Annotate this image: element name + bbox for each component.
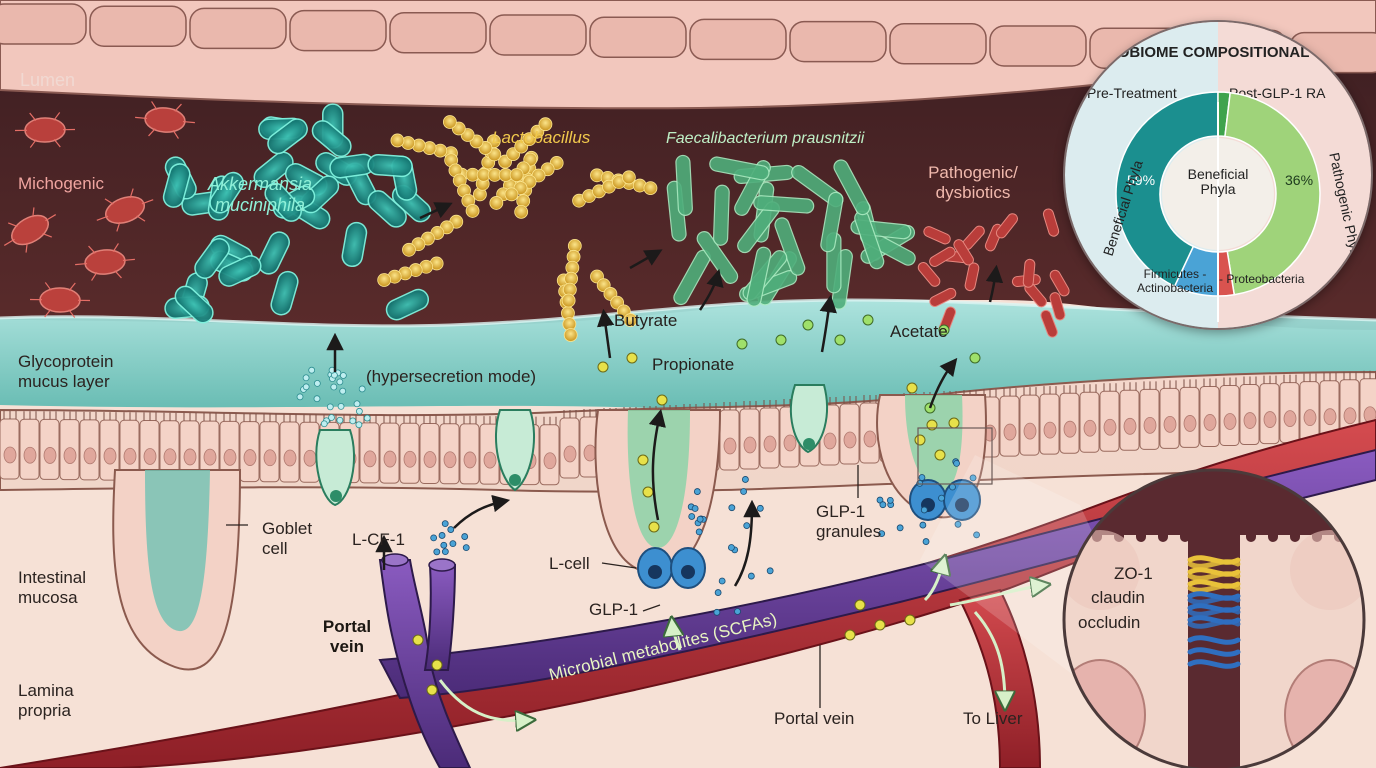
label-lamina-propria: Lamina propria [18, 681, 74, 720]
label-propionate: Propionate [652, 355, 735, 374]
label-glp1: GLP-1 [589, 600, 639, 619]
label-faecalibacterium: Faecalibacterium prausnitzii [666, 130, 865, 147]
inset-pre-label: Pre-Treatment [1087, 85, 1177, 101]
inset-donut-chart [1115, 91, 1321, 322]
portal-vein [378, 448, 1376, 700]
inset-title: MICROBIOME COMPOSITIONAL SHIFT [1079, 44, 1357, 61]
goblet-cell-3 [790, 384, 828, 454]
lactobacillus-bacteria [377, 115, 658, 342]
artery-branch [958, 588, 1042, 768]
label-hypersecretion: (hypersecretion mode) [366, 367, 537, 386]
inset-post-label: Post-GLP-1 RA [1229, 85, 1326, 101]
flow-arrows [326, 202, 1004, 587]
inset-left-pct: 59% [1127, 172, 1156, 188]
label-lactobacillus: Lactobacillus [492, 128, 591, 147]
label-lcf1: L-CF-1 [352, 530, 405, 549]
inset-firmicutes: Firmicutes - Actinobacteria [1136, 267, 1214, 295]
label-goblet-cell: Goblet cell [262, 519, 313, 558]
dysbiotic-bacteria [917, 208, 1070, 338]
vein-branch-right [423, 564, 457, 671]
label-butyrate: Butyrate [614, 311, 678, 330]
leader-lines [226, 258, 1207, 708]
label-lumen: Lumen [20, 70, 76, 90]
goblet-cell-1 [315, 429, 356, 507]
label-occludin: occludin [1078, 613, 1141, 632]
label-intestinal-mucosa: Intestinal mucosa [18, 568, 87, 607]
donut-slice-pre-beneficial [1115, 91, 1219, 288]
label-zo1: ZO-1 [1114, 564, 1153, 583]
label-portal-vein: Portal vein [774, 709, 855, 728]
green-arrows [438, 560, 1045, 721]
akkermansia-bacteria [162, 103, 432, 324]
inset-center-label: Beneficial Phyla [1187, 166, 1249, 198]
inset-proteobacteria: - Proteobacteria [1219, 272, 1305, 286]
label-akkermansia: Akkermansia muciniphila [207, 174, 313, 215]
label-acetate: Acetate [890, 322, 948, 341]
label-michogenic: Michogenic [18, 174, 104, 193]
label-portal-vein-bold: Portal vein [322, 617, 372, 656]
faecalibacterium-bacteria [666, 154, 916, 310]
inset-right-pct: 36% [1285, 172, 1314, 188]
label-to-liver: To Liver [963, 709, 1023, 728]
zoom-box [917, 427, 993, 485]
microbiome-inset: MICROBIOME COMPOSITIONAL SHIFT Pre-Treat… [1063, 20, 1373, 330]
label-l-cell: L-cell [549, 554, 590, 573]
goblet-cell-2 [494, 409, 536, 492]
label-pathogenic: Pathogenic/ dysbiotics [928, 163, 1018, 202]
label-glycoprotein: Glycoprotein mucus layer [18, 352, 114, 391]
label-glp1-granules: GLP-1 granules [816, 502, 882, 541]
michogenic-bacteria [3, 101, 195, 318]
l-cell-1 [637, 547, 706, 589]
label-claudin: claudin [1091, 588, 1145, 607]
donut-slice-post-beneficial [1224, 91, 1321, 296]
